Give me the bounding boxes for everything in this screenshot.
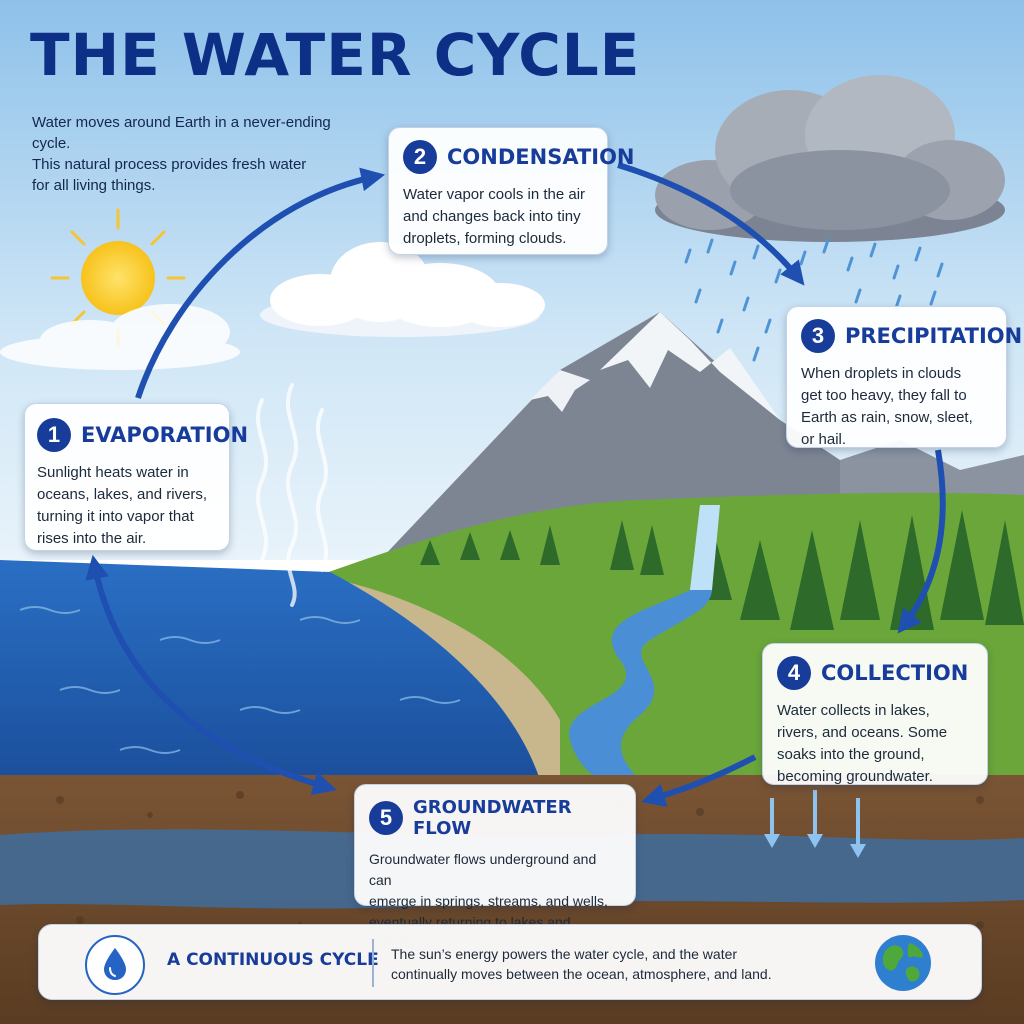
arrow-collection-to-groundwater	[641, 754, 757, 807]
card-description: Water collects in lakes, rivers, and oce…	[777, 702, 948, 785]
storm-cloud	[655, 75, 1005, 242]
card-collection: 4 COLLECTION Water collects in lakes, ri…	[762, 643, 988, 785]
globe-icon	[875, 935, 931, 991]
footer-banner: A CONTINUOUS CYCLE The sun’s energy powe…	[38, 924, 982, 1000]
card-precipitation: 3 PRECIPITATION When droplets in clouds …	[786, 306, 1022, 448]
footer-title: A CONTINUOUS CYCLE	[167, 950, 379, 970]
page-title: THE WATER CYCLE	[30, 21, 641, 89]
card-evaporation: 1 EVAPORATION Sunlight heats water in oc…	[24, 403, 248, 551]
card-title: GROUNDWATER FLOW	[413, 797, 572, 839]
step-number-badge: 5	[369, 801, 403, 835]
waterfall	[690, 505, 720, 590]
infiltration-arrowheads	[764, 834, 866, 858]
card-groundwater-flow: 5 GROUNDWATER FLOW Groundwater flows und…	[354, 784, 636, 951]
cloud-middle	[260, 242, 545, 337]
step-number-badge: 2	[403, 140, 437, 174]
card-description: Water vapor cools in the air and changes…	[403, 186, 586, 247]
arrow-condensation-to-precipitation	[617, 162, 805, 286]
cloud-left	[0, 304, 240, 370]
infiltration-arrows	[770, 790, 860, 848]
card-title: PRECIPITATION	[845, 324, 1023, 348]
water-drop-icon	[85, 935, 145, 995]
step-number-badge: 1	[37, 418, 71, 452]
card-condensation: 2 CONDENSATION Water vapor cools in the …	[388, 127, 635, 255]
footer-text: The sun’s energy powers the water cycle,…	[391, 946, 772, 982]
raindrops	[684, 238, 944, 362]
card-title: EVAPORATION	[81, 423, 249, 447]
intro-text: Water moves around Earth in a never-endi…	[32, 114, 331, 194]
river	[569, 590, 712, 780]
step-number-badge: 3	[801, 319, 835, 353]
arrow-precipitation-to-collection	[897, 449, 946, 634]
step-number-badge: 4	[777, 656, 811, 690]
arrow-groundwater-to-evaporation	[85, 554, 337, 796]
arrow-evaporation-to-condensation	[135, 167, 386, 399]
card-description: Sunlight heats water in oceans, lakes, a…	[37, 464, 208, 547]
card-description: When droplets in clouds get too heavy, t…	[801, 365, 973, 448]
card-title: CONDENSATION	[447, 145, 635, 169]
footer-divider	[372, 939, 374, 987]
card-title: COLLECTION	[821, 661, 969, 685]
